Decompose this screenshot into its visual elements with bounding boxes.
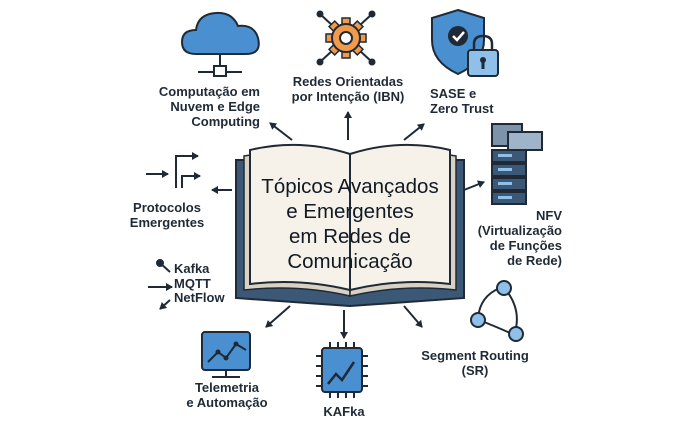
server-stack-icon (491, 123, 543, 205)
list-item: NetFlow (174, 290, 225, 305)
label-protocols: Protocolos Emergentes (129, 200, 205, 230)
monitor-chart-icon (201, 331, 251, 378)
list-item: MQTT (174, 275, 211, 291)
label-nfv: NFV (Virtualização de Funções de Rede) (477, 208, 562, 268)
label-ibn: Redes Orientadas por Intenção (IBN) (291, 74, 405, 104)
label-sr: Segment Routing (SR) (421, 348, 529, 378)
arrows-list-icon (148, 259, 173, 310)
label-sase: SASE e Zero Trust (430, 86, 494, 116)
branching-arrows-icon (146, 152, 201, 188)
gear-network-icon (316, 10, 376, 66)
label-cloud: Computação em Nuvem e Edge Computing (158, 84, 260, 129)
center-title-line: Tópicos Avançados (261, 175, 439, 198)
arrow-to-list (265, 305, 291, 328)
open-book-icon (235, 143, 465, 308)
center-title-line: em Redes de (289, 225, 411, 248)
label-telemetry: Telemetria e Automação (186, 380, 268, 410)
arrow-to-sase (403, 123, 425, 141)
label-list: Kafka MQTT NetFlow (174, 261, 244, 306)
center-title: Tópicos Avançados e Emergentes em Redes … (258, 174, 442, 274)
label-kafka: KAFka (323, 404, 365, 419)
chip-chart-icon (316, 342, 368, 398)
connector-arrows (211, 111, 485, 339)
cloud-network-icon (180, 11, 260, 77)
list-item: Kafka (174, 261, 210, 276)
arrow-to-sr (403, 305, 423, 328)
center-title-line: e Emergentes (286, 200, 414, 223)
shield-lock-icon (431, 8, 499, 77)
arrow-to-nfv (463, 180, 485, 191)
arrow-to-cloud (269, 122, 293, 141)
node-path-icon (470, 280, 524, 342)
center-title-line: Comunicação (287, 250, 413, 273)
